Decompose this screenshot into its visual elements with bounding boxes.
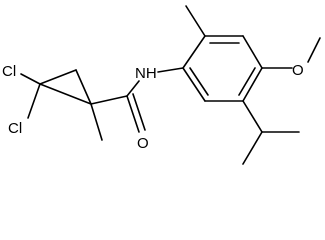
bond-ring-c3-c1 [39,83,92,105]
chemical-structure-diagram: Cl Cl NH O O [2,5,321,165]
bond-nitrogen-aryl [157,67,184,73]
bond-aryl-isopropyl [242,100,263,133]
bond-aryl-methyl [185,5,206,37]
bond-oxygen-methyl [307,37,321,63]
carbonyl-oxygen-label: O [137,135,149,152]
bond-ring-c2-c3 [75,69,92,105]
bond-carbonyl-double-a [126,95,140,133]
bond-aryl-1-2 [182,35,206,69]
bond-ring-c1-c2 [39,69,77,85]
bond-aryl-6-1 [182,67,206,102]
bond-carbonyl-double-b [132,93,146,131]
bond-aryl-inner-2 [238,67,256,96]
bond-ring-methyl [90,103,103,141]
methoxy-oxygen-label: O [292,62,304,79]
bond-c-cl-upper [20,73,41,85]
molecule-drawing: Cl Cl NH O O [2,5,321,165]
bond-aryl-4-5 [242,67,263,102]
bond-aryl-inner-3 [189,67,209,96]
bond-c-cl-lower [27,83,41,119]
nitrogen-hydrogen-label: NH [135,65,157,82]
bond-carbonyl-nitrogen [126,80,140,97]
bond-isopropyl-methyl-a [242,131,263,165]
chlorine-label-lower: Cl [8,120,22,137]
bond-aryl-3-4 [242,35,263,69]
chlorine-label-upper: Cl [2,63,16,80]
bond-ring-carbonyl-carbon [90,95,128,105]
